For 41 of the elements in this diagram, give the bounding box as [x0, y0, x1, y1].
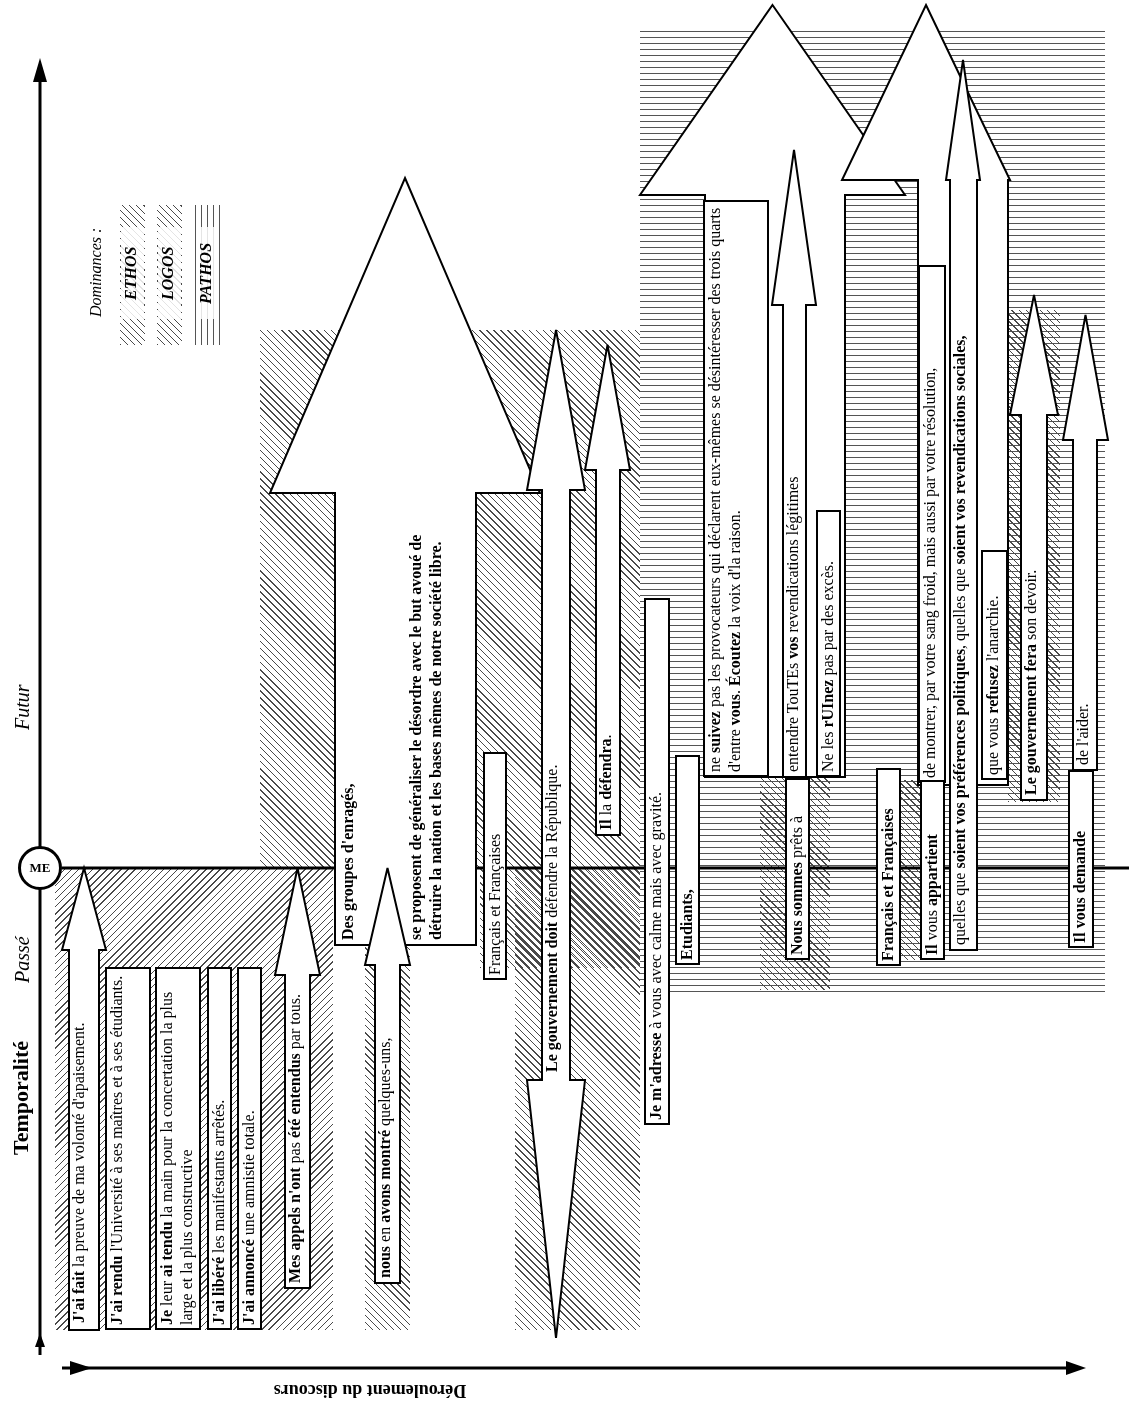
arrow-shaped-text-box — [585, 345, 630, 835]
arrow-text: nous en avons montré quelques-uns, — [375, 1036, 395, 1280]
arrow-text: Le gouvernement doit défendre la République. — [542, 763, 562, 1074]
arrow-shaped-text-box — [1010, 295, 1058, 800]
arrow-text: quelles que soient vos préférences politiques, quelles que soient vos revendications sociales, — [950, 334, 970, 947]
arrow-shaped-text-box — [946, 60, 980, 950]
text-box: J'ai rendu l'Université à ses maîtres et à ses étudiants. — [105, 967, 151, 1330]
axis-label: Passé — [10, 935, 34, 986]
arrow-text: de l'aider. — [1073, 702, 1092, 767]
text-box: Nous sommes prêts à — [785, 778, 810, 960]
legend-title: Dominances : — [86, 226, 105, 320]
text-box: Français et Françaises — [483, 752, 507, 980]
legend-label: ETHOS — [121, 227, 144, 319]
text-box: Ne les rUInez pas par des excès. — [816, 510, 841, 777]
arrow-shaped-text-box — [772, 150, 816, 777]
text-box: Je m'adresse à vous avec calme mais avec gravité. — [644, 598, 670, 1125]
axis-title: Temporalité — [8, 1039, 34, 1157]
arrow-shaped-text-box — [1063, 315, 1108, 770]
legend-label: LOGOS — [158, 227, 181, 319]
arrow-text: J'ai fait la preuve de ma volonté d'apaisement. — [69, 1021, 89, 1325]
double-arrow-shaped-text-box — [527, 330, 585, 1338]
arrow-shaped-text-box — [275, 868, 320, 1288]
text-box: Il vous appartient — [920, 780, 945, 960]
circle-node: ME — [18, 846, 62, 890]
arrow-shaped-text-box — [365, 868, 410, 1283]
text-box: J'ai annoncé une amnistie totale. — [237, 967, 262, 1330]
text-box: Il vous demande — [1068, 770, 1094, 948]
arrow-text: Mes appels n'ont pas été entendus par tous. — [285, 993, 305, 1285]
arrow-text: Des groupes d'enragés, — [338, 782, 358, 942]
arrow-text: se proposent de généraliser le désordre avec le but avoué de détruire la nation et les bases mêmes de notre société libre. — [406, 533, 445, 942]
text-box: J'ai libéré les manifestants arrêtés. — [207, 967, 232, 1330]
axis-label: Futur — [10, 683, 34, 732]
text-box: Français et Françaises — [876, 768, 901, 966]
text-box: que vous refusez l'anarchie. — [981, 550, 1008, 780]
arrow-text: Le gouvernement fera son devoir. — [1021, 568, 1041, 797]
arrow-shaped-text-box — [640, 5, 905, 777]
axis-title: Déroulement du discours — [272, 1380, 468, 1402]
text-box: de montrer, par votre sang froid, mais aussi par votre résolution, — [918, 265, 946, 783]
text-box: Etudiants, — [675, 755, 700, 965]
arrow-text: Il la défendra. — [596, 733, 615, 832]
arrow-text: entendre TouTEs vos revendications légitimes — [783, 475, 803, 774]
